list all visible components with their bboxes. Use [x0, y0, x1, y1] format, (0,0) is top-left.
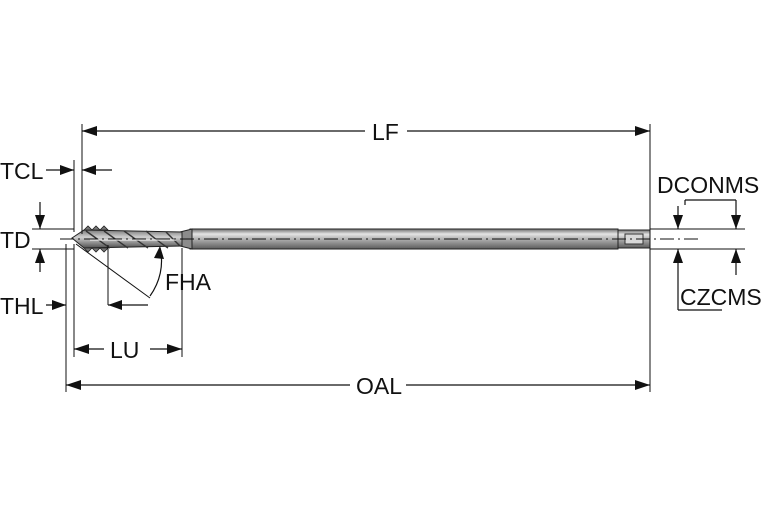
label-fha: FHA [165, 269, 212, 295]
dimension-tcl: TCL [0, 158, 112, 184]
label-lu: LU [110, 337, 139, 363]
dimension-lu: LU [74, 337, 182, 363]
extension-lines [32, 124, 745, 392]
label-td: TD [0, 227, 31, 253]
label-oal: OAL [356, 373, 402, 399]
label-tcl: TCL [0, 158, 44, 184]
dimension-thl: THL [0, 293, 148, 319]
tap-tool [60, 225, 700, 253]
dimension-td: TD [0, 202, 45, 272]
label-lf: LF [372, 119, 399, 145]
label-czcms: CZCMS [680, 284, 762, 310]
tool-thread-teeth [83, 225, 109, 253]
dimension-oal: OAL [66, 373, 650, 399]
dimension-czcms: CZCMS [673, 249, 762, 311]
dimension-fha: FHA [149, 246, 212, 297]
label-thl: THL [0, 293, 44, 319]
dimension-dconms: DCONMS [657, 172, 759, 229]
dimension-lf: LF [82, 119, 650, 145]
label-dconms: DCONMS [657, 172, 759, 198]
